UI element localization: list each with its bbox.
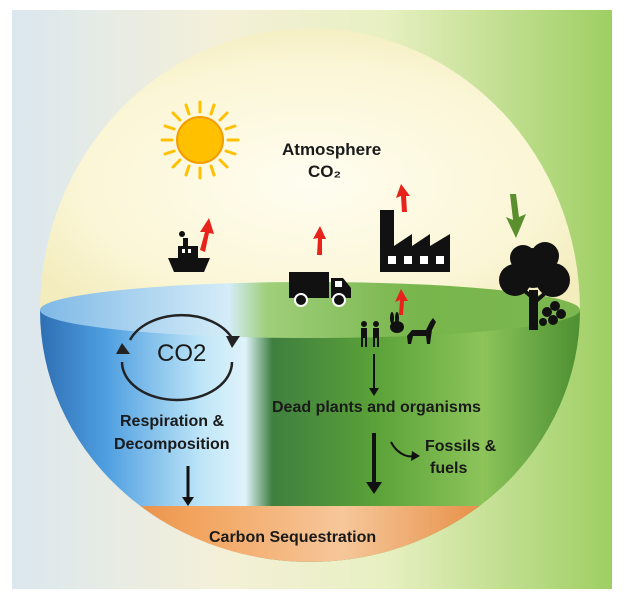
surface-ellipse [40,282,580,338]
animals-icon [390,312,436,344]
sun-icon [160,100,240,180]
fossil-down-arrowhead [366,482,382,494]
ship-icon [168,231,210,272]
respiration-label: Respiration & [120,413,225,430]
fossils-label: Fossils & [425,438,497,455]
ocean-down-arrowhead [182,497,194,506]
co2-cycle-label: CO2 [157,340,207,367]
factory-icon [380,210,450,272]
animals-emission-arrow [395,289,408,315]
cycle-arrowhead-left [116,343,130,354]
truck-emission-arrow [313,226,326,255]
tree-icon [499,242,570,330]
atmosphere-title: Atmosphere [282,140,382,159]
ship-emission-arrow [200,218,214,252]
fuels-label: fuels [430,460,468,477]
people-icon [361,321,379,347]
cycle-arrows-icon [120,313,234,402]
atmosphere-gas-label: CO₂ [308,162,342,181]
cycle-arrowhead-right [226,336,240,348]
fuels-arrowhead [411,451,420,461]
sequestration-label: Carbon Sequestration [209,529,377,546]
dead-matter-label: Dead plants and organisms [272,399,481,416]
tree-uptake-arrow [506,194,526,238]
truck-icon [289,272,351,307]
decomposition-label: Decomposition [114,436,230,453]
factory-emission-arrow [396,184,410,212]
dead-matter-arrowhead [369,388,379,396]
